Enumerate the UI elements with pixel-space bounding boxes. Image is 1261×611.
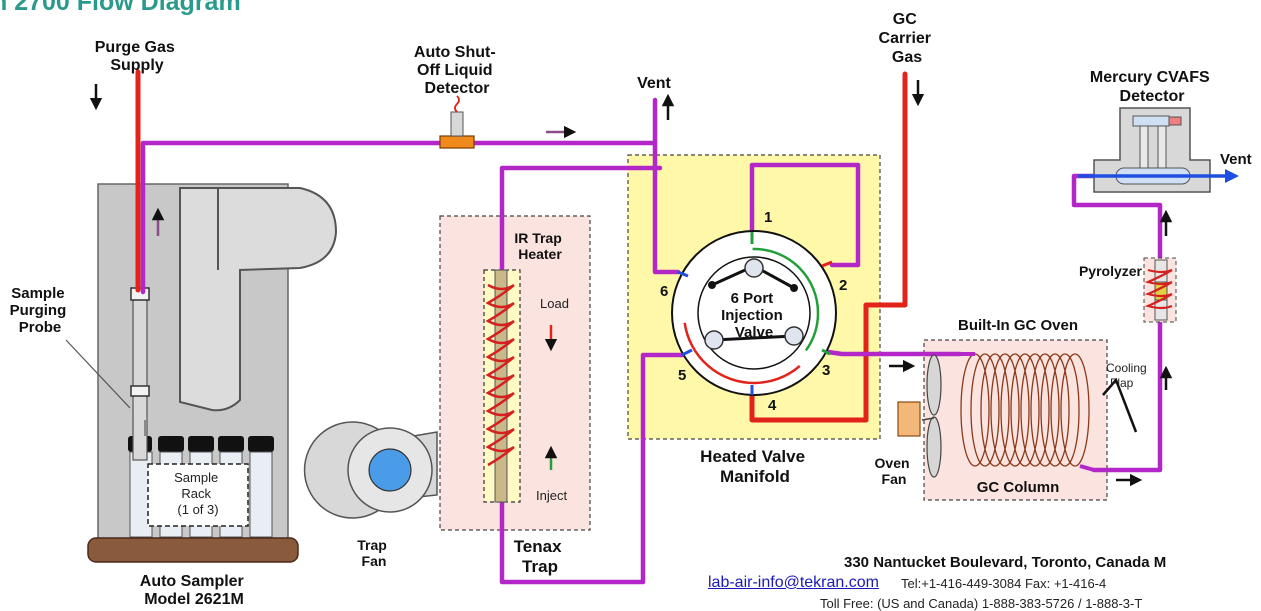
trap-fan — [303, 421, 438, 519]
ir-trap-heater — [483, 269, 521, 503]
vent-right-label: Vent — [1220, 151, 1252, 168]
footer-address: 330 Nantucket Boulevard, Toronto, Canada… — [844, 554, 1167, 571]
ir-heater-label: IR Trap Heater — [514, 230, 565, 262]
port-6-label: 6 — [660, 283, 668, 300]
sample-rack-label: Sample Rack (1 of 3) — [174, 470, 222, 517]
port-1-label: 1 — [764, 209, 772, 226]
oven-fan-label: Oven Fan — [875, 455, 914, 487]
gc-oven-label: Built-In GC Oven — [958, 317, 1078, 334]
six-port-valve-label: 6 Port Injection Valve — [721, 290, 787, 341]
valve-rotor-left — [704, 330, 724, 350]
vial-caps — [128, 436, 274, 452]
inject-label: Inject — [536, 488, 567, 503]
vent-left-label: Vent — [637, 75, 671, 92]
auto-sampler — [87, 183, 338, 563]
auto-sampler-base — [87, 537, 299, 563]
auto-sampler-label: Auto Sampler Model 2621M — [140, 573, 248, 607]
port-5-label: 5 — [678, 367, 686, 384]
mercury-cvafs-detector — [1078, 107, 1239, 193]
cooling-flap-label: Cooling Flap — [1106, 361, 1150, 390]
page-title: n 2700 Flow Diagram — [0, 0, 241, 16]
port-3-label: 3 — [822, 362, 830, 379]
footer-phone: Tel:+1-416-449-3084 Fax: +1-416-4 — [901, 576, 1107, 591]
port-2-label: 2 — [839, 277, 847, 294]
footer-email-link[interactable]: lab-air-info@tekran.com — [708, 574, 879, 591]
sample-probe-label: Sample Purging Probe — [10, 285, 71, 336]
auto-shutoff-detector — [439, 95, 475, 149]
heated-manifold-label: Heated Valve Manifold — [700, 447, 810, 486]
auto-shutoff-label: Auto Shut- Off Liquid Detector — [414, 44, 500, 97]
detector-label: Mercury CVAFS Detector — [1090, 69, 1214, 105]
cooling-flap — [1102, 377, 1138, 433]
gc-column — [960, 353, 1090, 467]
flow-arrows — [89, 80, 1173, 487]
footer-tollfree: Toll Free: (US and Canada) 1-888-383-572… — [820, 596, 1143, 611]
gc-carrier-label: GC Carrier Gas — [879, 11, 936, 66]
oven-fan — [897, 354, 942, 478]
manifold-top-loop — [749, 162, 861, 268]
gc-column-label: GC Column — [977, 479, 1060, 496]
load-label: Load — [540, 296, 569, 311]
gc-oven-zone — [923, 339, 1108, 501]
trap-fan-label: Trap Fan — [357, 537, 390, 569]
valve-rotor-top — [744, 258, 764, 278]
probe-pointer — [65, 339, 131, 409]
tenax-trap-label: Tenax Trap — [514, 537, 567, 576]
carrier-gas-line — [749, 71, 908, 423]
pyrolyzer-label: Pyrolyzer — [1079, 263, 1143, 279]
heater-coil — [485, 283, 515, 467]
sample-rack — [147, 463, 249, 527]
purge-gas-label: Purge Gas Supply — [95, 39, 179, 74]
pyrolyzer — [1143, 257, 1177, 323]
trap-line — [499, 165, 685, 585]
valve-rotor-right — [784, 326, 804, 346]
valve-port-numbers: 1 2 3 4 5 6 — [660, 209, 847, 414]
port-4-label: 4 — [768, 397, 777, 414]
six-port-valve — [671, 230, 837, 396]
